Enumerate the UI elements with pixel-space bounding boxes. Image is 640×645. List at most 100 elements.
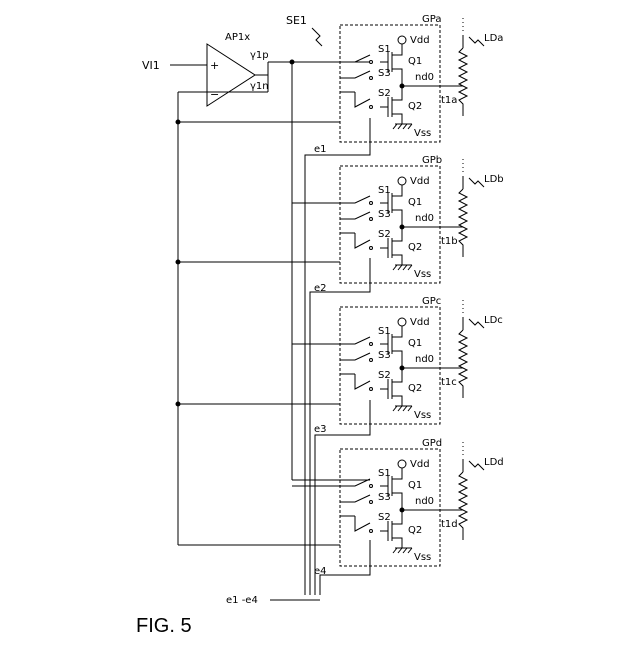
amp-plus: + bbox=[210, 59, 219, 72]
vss-ground-icon bbox=[393, 548, 412, 553]
vss-ground-icon bbox=[393, 124, 412, 129]
load-arrow bbox=[469, 319, 484, 328]
amp-out-p: γ1p bbox=[250, 50, 269, 61]
s1-label: S1 bbox=[378, 44, 391, 55]
s3-switch bbox=[340, 212, 370, 219]
enable-label-e3: e3 bbox=[314, 424, 327, 435]
s1-switch bbox=[292, 196, 370, 203]
load-resistor bbox=[459, 459, 467, 540]
s3-contact bbox=[370, 77, 373, 80]
load-arrow bbox=[469, 461, 484, 470]
s2-contact bbox=[370, 247, 373, 250]
s1-contact bbox=[370, 485, 373, 488]
s3-contact bbox=[370, 359, 373, 362]
amp-out-n: γ1n bbox=[250, 81, 269, 92]
bus-label: e1 -e4 bbox=[226, 595, 258, 606]
vdd-label: Vdd bbox=[410, 35, 430, 46]
amp-minus: − bbox=[210, 88, 219, 101]
amplifier-ap1x bbox=[170, 44, 370, 545]
s2-label: S2 bbox=[378, 370, 391, 381]
node-label: nd0 bbox=[415, 354, 434, 365]
s3-label: S3 bbox=[378, 350, 391, 361]
terminal-label: t1c bbox=[441, 377, 457, 388]
s1-switch bbox=[292, 337, 370, 344]
group-gpb: GPbS1S3S2 Q1Q2 VddVss nd0 t1b LDb bbox=[292, 155, 504, 283]
group-name: GPa bbox=[422, 14, 441, 25]
s2-switch bbox=[355, 233, 370, 248]
q2-label: Q2 bbox=[408, 242, 422, 253]
node-label: nd0 bbox=[415, 72, 434, 83]
s1-contact bbox=[370, 343, 373, 346]
vss-label: Vss bbox=[414, 410, 431, 421]
s1-contact bbox=[370, 61, 373, 64]
s2-contact bbox=[370, 530, 373, 533]
vss-ground-icon bbox=[393, 265, 412, 270]
terminal-label: t1a bbox=[441, 95, 457, 106]
vss-label: Vss bbox=[414, 128, 431, 139]
q1-label: Q1 bbox=[408, 338, 422, 349]
group-name: GPc bbox=[422, 296, 441, 307]
load-label: LDc bbox=[484, 315, 503, 326]
enable-label-e4: e4 bbox=[314, 566, 327, 577]
group-name: GPd bbox=[422, 438, 442, 449]
s2-switch bbox=[355, 92, 370, 107]
vdd-terminal-icon bbox=[398, 460, 406, 468]
load-label: LDb bbox=[484, 174, 504, 185]
vdd-label: Vdd bbox=[410, 317, 430, 328]
q2-label: Q2 bbox=[408, 383, 422, 394]
terminal-label: t1b bbox=[441, 236, 458, 247]
node-label: nd0 bbox=[415, 213, 434, 224]
group-gpa: GPaS1S3S2Q1Q2VddVssnd0t1aLDa bbox=[292, 14, 503, 142]
node-label: nd0 bbox=[415, 496, 434, 507]
vdd-label: Vdd bbox=[410, 176, 430, 187]
s3-label: S3 bbox=[378, 492, 391, 503]
s3-switch bbox=[340, 71, 370, 78]
vdd-terminal-icon bbox=[398, 177, 406, 185]
s1-label: S1 bbox=[378, 468, 391, 479]
terminal-label: t1d bbox=[441, 519, 458, 530]
s2-label: S2 bbox=[378, 512, 391, 523]
s3-contact bbox=[370, 501, 373, 504]
block-label-arrow bbox=[312, 28, 322, 46]
q1-label: Q1 bbox=[408, 197, 422, 208]
group-name: GPb bbox=[422, 155, 442, 166]
load-resistor bbox=[459, 35, 467, 116]
s1-label: S1 bbox=[378, 185, 391, 196]
s2-contact bbox=[370, 388, 373, 391]
enable-label-e2: e2 bbox=[314, 283, 327, 294]
block-label: SE1 bbox=[286, 14, 307, 27]
enable-label-e1: e1 bbox=[314, 144, 327, 155]
s2-switch bbox=[355, 374, 370, 389]
input-label: VI1 bbox=[142, 59, 160, 72]
s1-label: S1 bbox=[378, 326, 391, 337]
vss-ground-icon bbox=[393, 406, 412, 411]
figure-label: FIG. 5 bbox=[136, 615, 192, 637]
load-arrow bbox=[469, 178, 484, 187]
load-label: LDd bbox=[484, 457, 504, 468]
load-arrow bbox=[469, 37, 484, 46]
s2-contact bbox=[370, 106, 373, 109]
s2-label: S2 bbox=[378, 229, 391, 240]
s3-switch bbox=[340, 495, 370, 502]
s3-label: S3 bbox=[378, 209, 391, 220]
q1-label: Q1 bbox=[408, 56, 422, 67]
bus-lines bbox=[176, 62, 370, 600]
vss-label: Vss bbox=[414, 269, 431, 280]
vdd-label: Vdd bbox=[410, 459, 430, 470]
load-resistor bbox=[459, 317, 467, 398]
amp-label: AP1x bbox=[225, 32, 250, 43]
vdd-terminal-icon bbox=[398, 318, 406, 326]
s3-label: S3 bbox=[378, 68, 391, 79]
s1-switch bbox=[292, 55, 370, 62]
vdd-terminal-icon bbox=[398, 36, 406, 44]
s3-contact bbox=[370, 218, 373, 221]
group-gpd: GPdS1S3S2Q1Q2VddVssnd0t1dLDd bbox=[292, 438, 504, 566]
q1-label: Q1 bbox=[408, 480, 422, 491]
vss-label: Vss bbox=[414, 552, 431, 563]
s1-contact bbox=[370, 202, 373, 205]
s2-switch bbox=[355, 516, 370, 531]
load-resistor bbox=[459, 176, 467, 257]
s3-switch bbox=[340, 353, 370, 360]
q2-label: Q2 bbox=[408, 101, 422, 112]
